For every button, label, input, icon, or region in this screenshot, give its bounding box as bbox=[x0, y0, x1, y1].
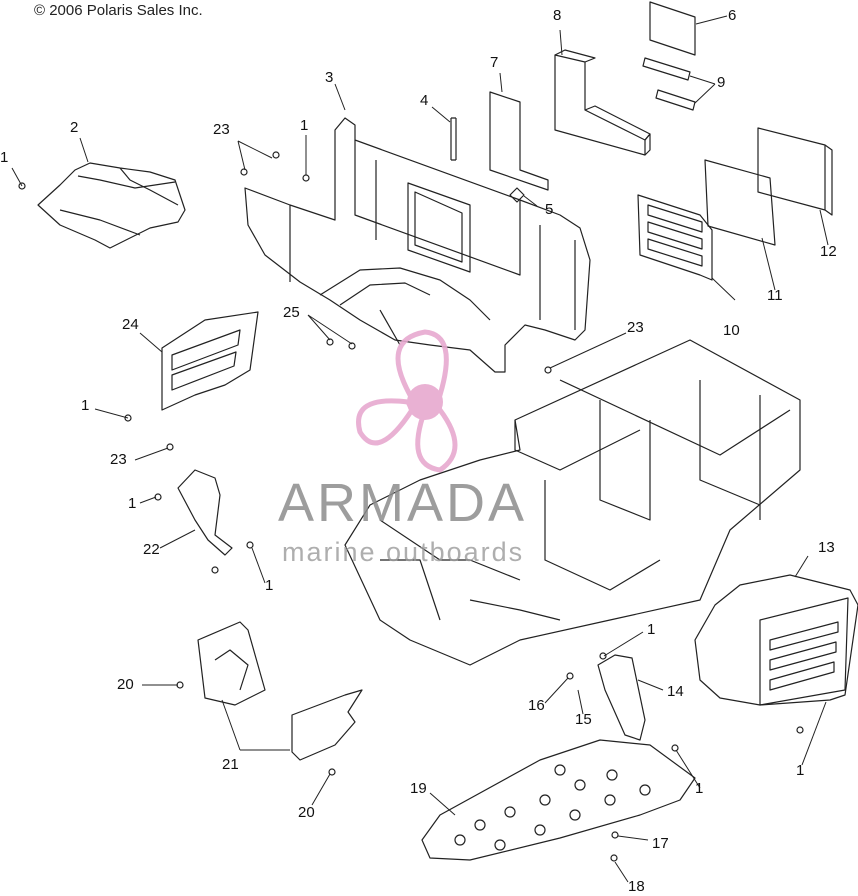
callout-23: 23 bbox=[627, 319, 644, 336]
callout-1: 1 bbox=[0, 149, 9, 166]
part-side-panel-24 bbox=[161, 311, 259, 411]
callout-5: 5 bbox=[545, 201, 554, 218]
part-box-12 bbox=[757, 127, 833, 216]
callout-7: 7 bbox=[490, 54, 499, 71]
callout-1: 1 bbox=[796, 762, 805, 779]
part-frame bbox=[344, 339, 801, 666]
part-storage-box-13 bbox=[694, 574, 858, 706]
part-bracket bbox=[450, 117, 457, 161]
part-panel-6 bbox=[649, 1, 696, 56]
part-dash-panel bbox=[244, 117, 591, 373]
part-panel-7 bbox=[489, 91, 549, 191]
callout-23: 23 bbox=[213, 121, 230, 138]
part-front-cowl bbox=[37, 162, 186, 249]
callout-1: 1 bbox=[81, 397, 90, 414]
callout-20: 20 bbox=[298, 804, 315, 821]
callout-12: 12 bbox=[820, 243, 837, 260]
callout-1: 1 bbox=[265, 577, 274, 594]
watermark-title: ARMADA bbox=[278, 473, 528, 533]
callout-6: 6 bbox=[728, 7, 737, 24]
callout-16: 16 bbox=[528, 697, 545, 714]
callout-19: 19 bbox=[410, 780, 427, 797]
leader-lines bbox=[11, 15, 829, 883]
callout-20: 20 bbox=[117, 676, 134, 693]
callout-11: 11 bbox=[767, 287, 783, 304]
callout-8: 8 bbox=[553, 7, 562, 24]
callout-24: 24 bbox=[122, 316, 139, 333]
part-box-8 bbox=[554, 49, 651, 156]
part-clip bbox=[509, 187, 525, 203]
watermark-subtitle: marine outboards bbox=[282, 537, 525, 567]
callout-17: 17 bbox=[652, 835, 669, 852]
callout-21: 21 bbox=[222, 756, 239, 773]
part-bracket-22 bbox=[177, 469, 233, 556]
callout-15: 15 bbox=[575, 711, 592, 728]
callout-25: 25 bbox=[283, 304, 300, 321]
part-bracket-14 bbox=[597, 654, 646, 741]
callout-13: 13 bbox=[818, 539, 835, 556]
part-panel-21 bbox=[197, 621, 266, 706]
callout-4: 4 bbox=[420, 92, 429, 109]
callout-22: 22 bbox=[143, 541, 160, 558]
part-louver-panel-10 bbox=[637, 194, 713, 281]
callout-2: 2 bbox=[70, 119, 79, 136]
callout-10: 10 bbox=[723, 322, 740, 339]
callout-9: 9 bbox=[717, 74, 726, 91]
callout-23: 23 bbox=[110, 451, 127, 468]
part-panel-21b bbox=[291, 689, 363, 761]
callout-3: 3 bbox=[325, 69, 334, 86]
propeller-icon bbox=[356, 329, 458, 473]
part-sheet-11 bbox=[704, 159, 776, 246]
part-skid-plate bbox=[421, 739, 696, 861]
callout-1: 1 bbox=[128, 495, 137, 512]
callout-1: 1 bbox=[647, 621, 656, 638]
copyright-text: © 2006 Polaris Sales Inc. bbox=[34, 2, 203, 19]
part-strips bbox=[642, 57, 696, 111]
callout-14: 14 bbox=[667, 683, 684, 700]
callout-1: 1 bbox=[695, 780, 704, 797]
callout-1: 1 bbox=[300, 117, 309, 134]
callout-18: 18 bbox=[628, 878, 645, 895]
fasteners bbox=[18, 151, 804, 862]
